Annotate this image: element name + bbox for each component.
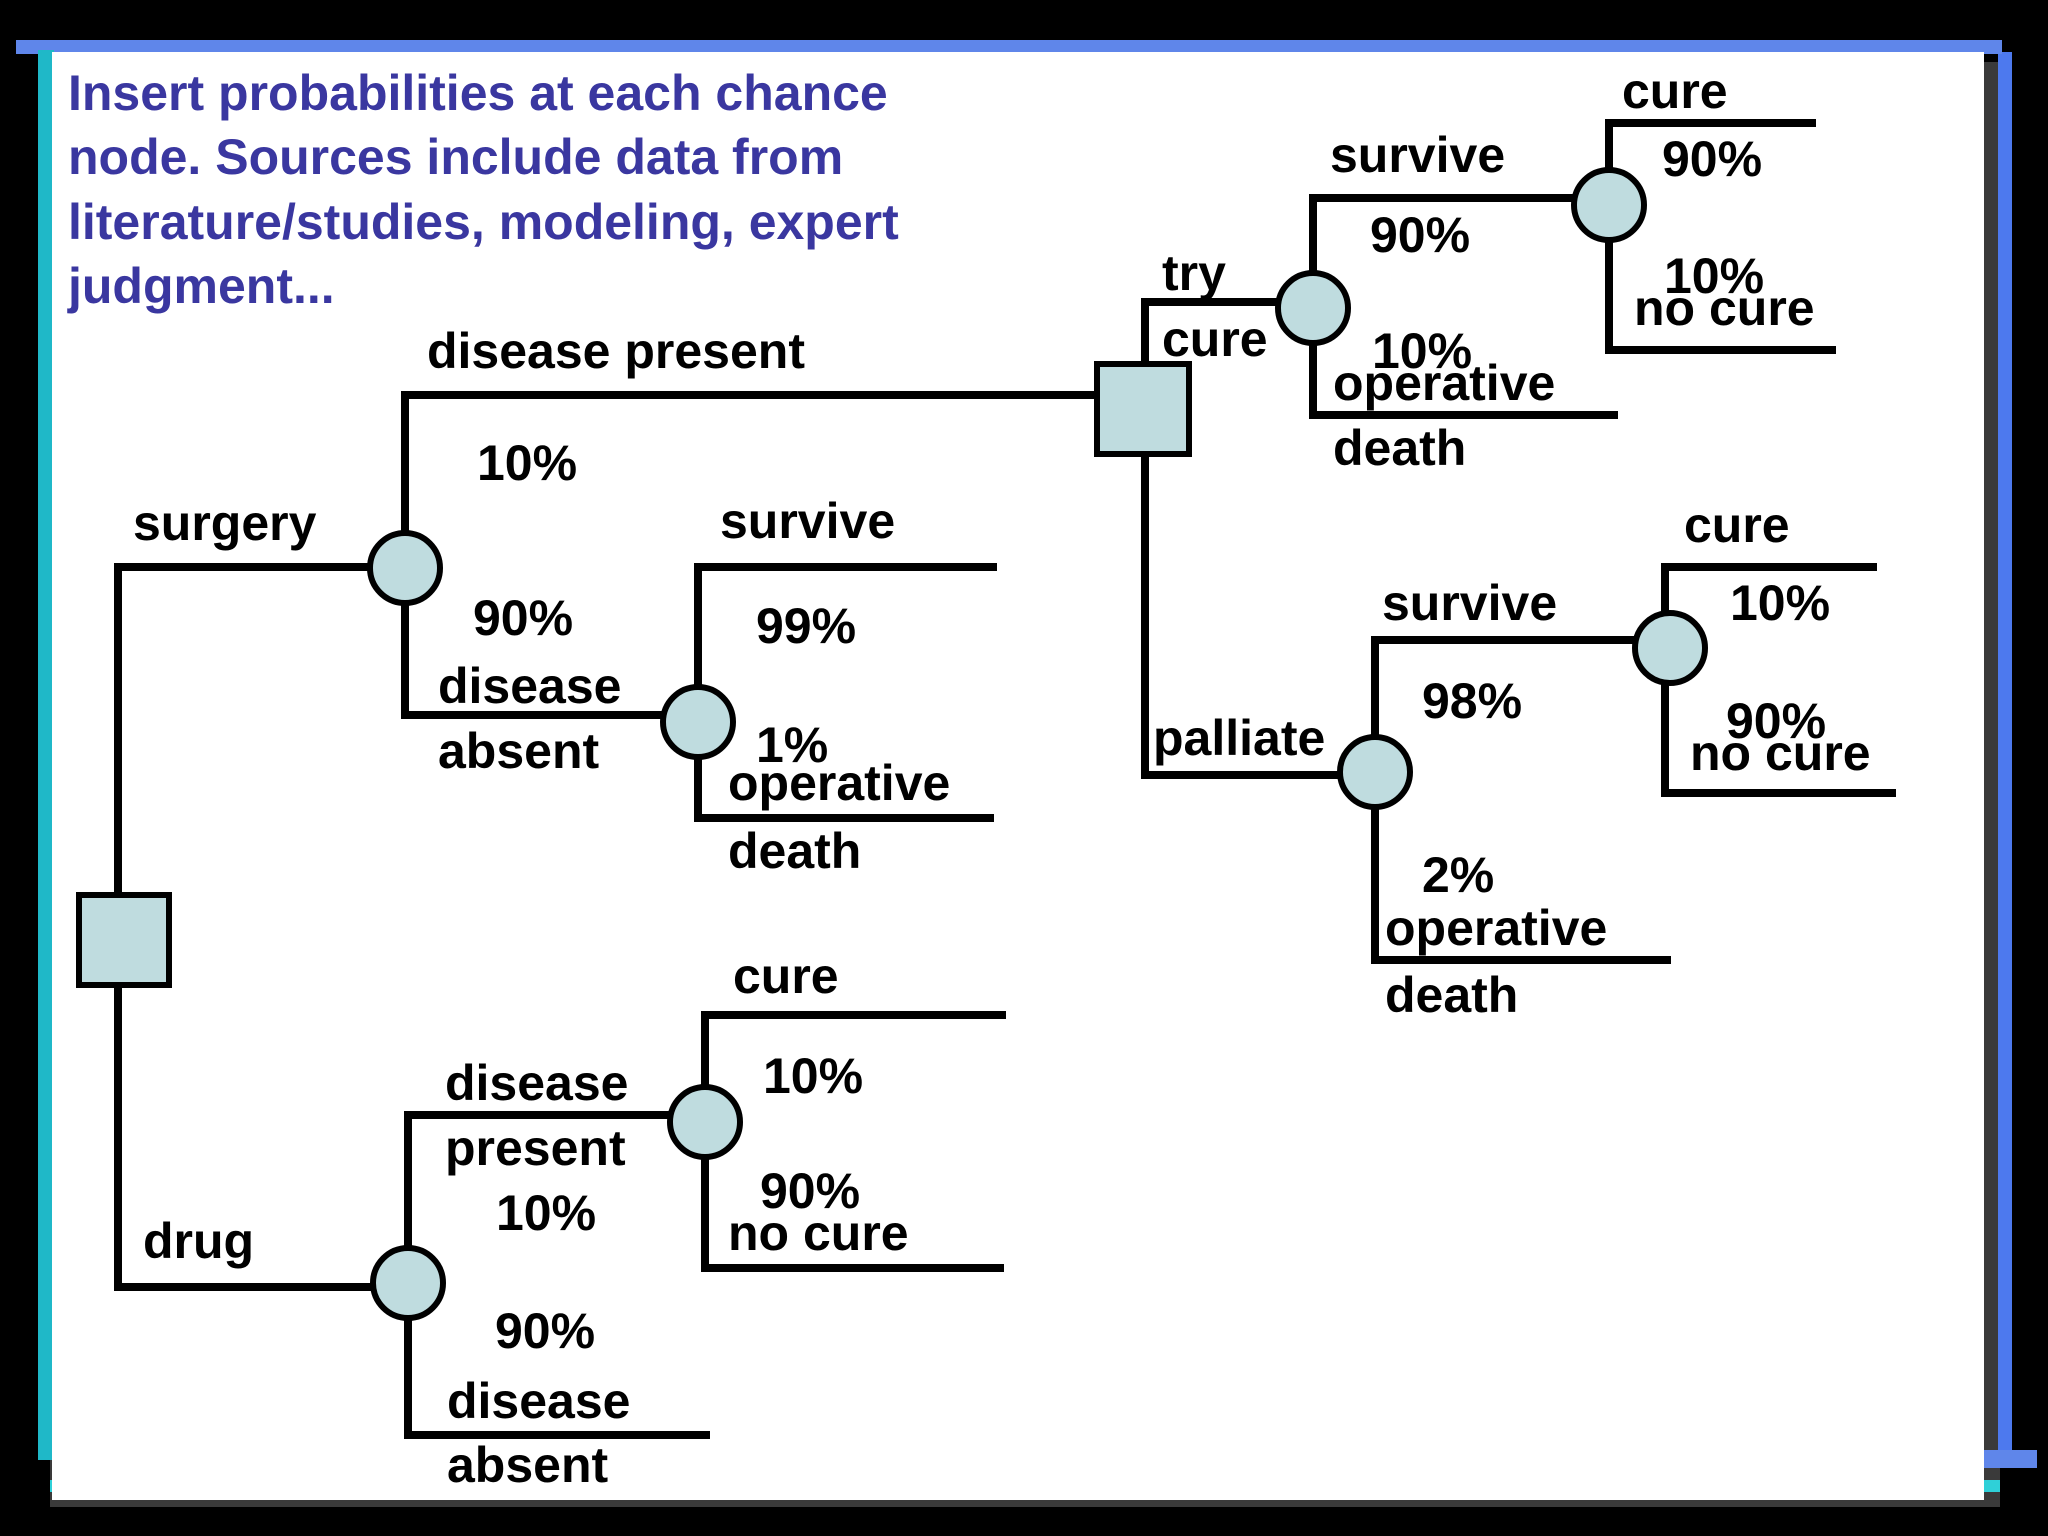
edge-try-survive: [1309, 194, 1576, 277]
drug-chance-node: [370, 1245, 446, 1321]
label-drug-no-cure: no cure: [728, 1205, 909, 1261]
label-disease-absent-2: absent: [438, 723, 600, 779]
pct-drug-disease-absent: 90%: [495, 1303, 595, 1359]
label-drug: drug: [143, 1213, 254, 1269]
edge-drug-no-cure-outcome: [701, 1154, 1004, 1272]
tree-labels: surgery disease present 10% 90% disease …: [133, 63, 1871, 1493]
edge-surgery-disease-absent: [401, 596, 669, 719]
label-drug-disease-present-1: disease: [445, 1055, 628, 1111]
edge-try-cure-outcome: [1605, 119, 1816, 174]
label-try-death: death: [1333, 420, 1466, 476]
edge-try-no-cure-outcome: [1605, 236, 1836, 354]
label-surgery: surgery: [133, 495, 317, 551]
pct-drug-disease-present: 10%: [496, 1185, 596, 1241]
label-palliate-operative: operative: [1385, 900, 1607, 956]
pct-try-no-cure: 10%: [1664, 248, 1764, 304]
pct-drug-cure: 10%: [763, 1048, 863, 1104]
pct-disease-present: 10%: [477, 435, 577, 491]
title-line-1: Insert probabilities at each chance: [68, 65, 888, 121]
root-decision-node: [76, 892, 172, 988]
pct-palliate-operative-death: 2%: [1422, 847, 1494, 903]
edge-try-operative-death: [1309, 338, 1618, 419]
label-palliate: palliate: [1153, 710, 1325, 766]
title-line-2: node. Sources include data from: [68, 129, 843, 185]
label-cure-option: cure: [1162, 311, 1268, 367]
title-line-3: literature/studies, modeling, expert: [68, 194, 899, 250]
title-line-4: judgment...: [67, 258, 335, 314]
edge-sda-operative-death: [694, 748, 994, 822]
try-cure-survive-chance-node: [1571, 167, 1647, 243]
edge-drug-disease-present: [404, 1111, 672, 1254]
edge-palliate-survive: [1371, 636, 1639, 744]
label-sda-survive: survive: [720, 493, 895, 549]
label-disease-absent-1: disease: [438, 658, 621, 714]
edge-sda-survive: [694, 563, 997, 691]
surgery-disease-absent-chance-node: [660, 684, 736, 760]
pct-palliate-cure: 10%: [1730, 575, 1830, 631]
edge-drug-disease-absent: [404, 1318, 710, 1439]
pct-sda-survive: 99%: [756, 598, 856, 654]
label-drug-cure: cure: [733, 948, 839, 1004]
edge-palliate-operative-death: [1371, 804, 1671, 964]
frame-bottom-right-bar: [1975, 1450, 2037, 1468]
label-palliate-cure: cure: [1684, 497, 1790, 553]
surgery-chance-node: [367, 530, 443, 606]
pct-try-operative-death: 10%: [1372, 323, 1472, 379]
edge-try-cure: [1141, 298, 1286, 366]
palliate-survive-chance-node: [1632, 610, 1708, 686]
label-try-cure: cure: [1622, 63, 1728, 119]
label-try-no-cure: no cure: [1634, 280, 1815, 336]
edge-palliate-no-cure-outcome: [1661, 678, 1896, 797]
pct-sda-operative-death: 1%: [756, 717, 828, 773]
edge-drug-cure-outcome: [701, 1011, 1006, 1089]
frame-top-bar: [16, 40, 2002, 54]
label-drug-disease-absent-1: disease: [447, 1373, 630, 1429]
label-drug-disease-absent-2: absent: [447, 1437, 609, 1493]
frame-left-bar: [38, 50, 54, 1460]
edge-surgery: [114, 563, 382, 899]
pct-disease-absent: 90%: [473, 590, 573, 646]
label-palliate-no-cure: no cure: [1690, 725, 1871, 781]
tree-edges: [114, 119, 1896, 1439]
label-try-operative: operative: [1333, 355, 1555, 411]
label-try: try: [1162, 245, 1226, 301]
drug-disease-present-chance-node: [667, 1084, 743, 1160]
label-drug-disease-present-2: present: [445, 1120, 626, 1176]
label-palliate-survive: survive: [1382, 575, 1557, 631]
label-sda-operative: operative: [728, 755, 950, 811]
pct-palliate-survive: 98%: [1422, 673, 1522, 729]
pct-palliate-no-cure: 90%: [1726, 693, 1826, 749]
label-try-survive: survive: [1330, 127, 1505, 183]
label-disease-present: disease present: [427, 323, 805, 379]
cure-decision-node: [1094, 361, 1192, 457]
edge-surgery-disease-present: [401, 391, 1098, 541]
edge-drug: [114, 984, 382, 1291]
slide-title: Insert probabilities at each chance node…: [67, 65, 899, 314]
label-palliate-death: death: [1385, 967, 1518, 1023]
pct-try-cure: 90%: [1662, 131, 1762, 187]
edge-palliate: [1141, 451, 1344, 779]
try-cure-chance-node: [1275, 270, 1351, 346]
palliate-chance-node: [1337, 734, 1413, 810]
label-sda-death: death: [728, 823, 861, 879]
edge-palliate-cure-outcome: [1661, 563, 1877, 614]
tree-nodes: [76, 167, 1708, 1321]
pct-try-survive: 90%: [1370, 207, 1470, 263]
pct-drug-no-cure: 90%: [760, 1163, 860, 1219]
frame-right-bar: [1998, 52, 2012, 1457]
